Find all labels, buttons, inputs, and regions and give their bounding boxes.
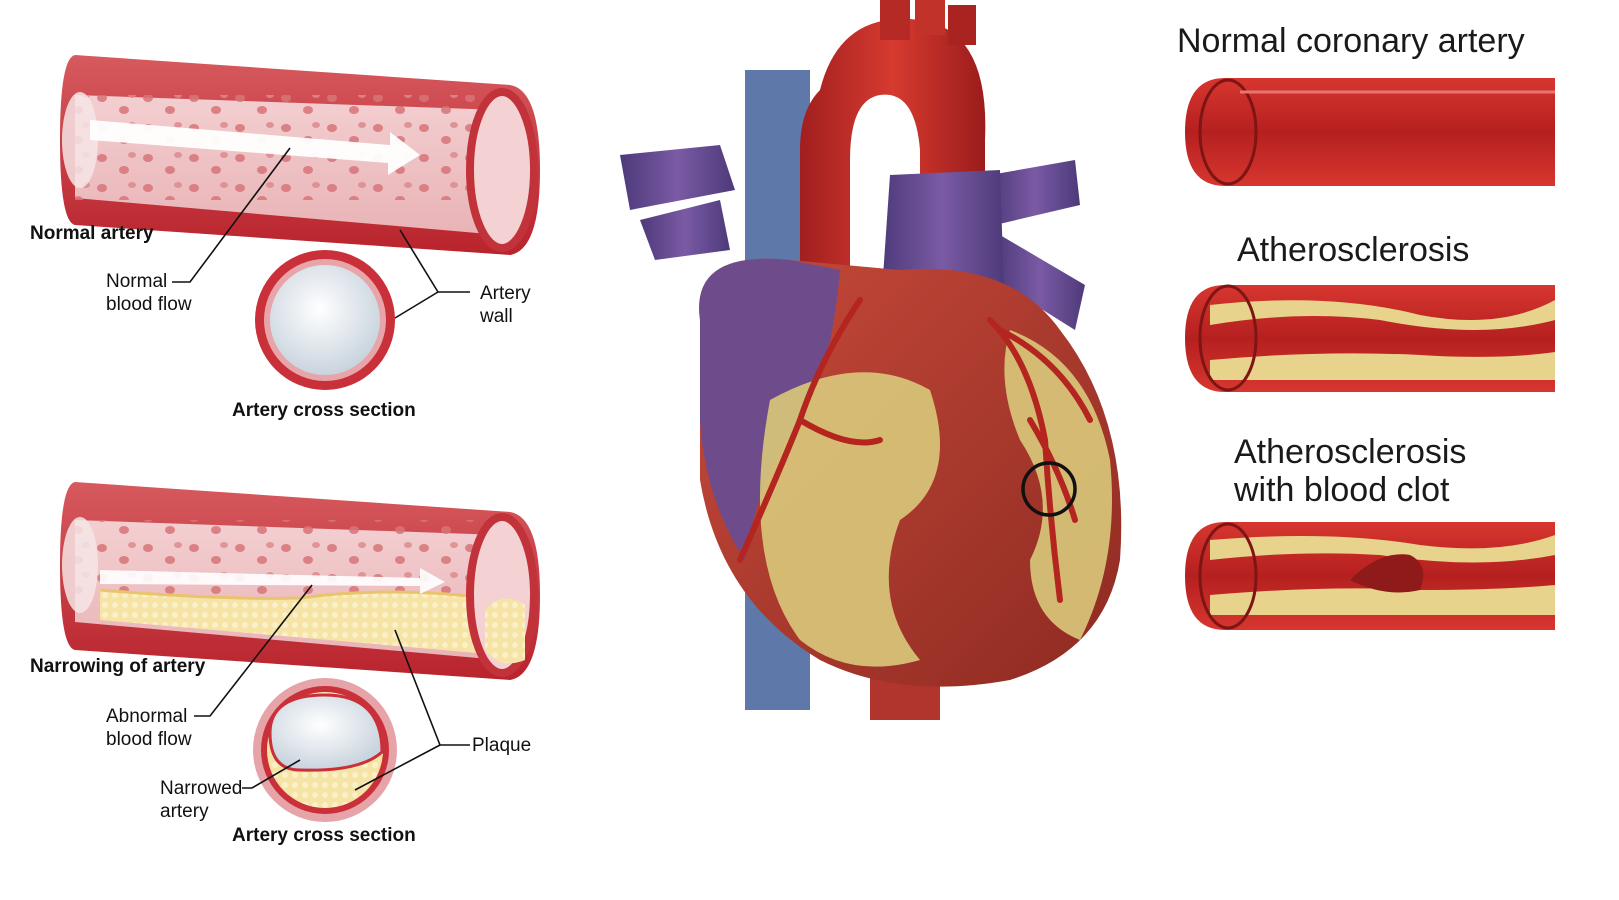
narrowed-artery-label-line2: artery [160,801,209,822]
stage-title-clot-line2: with blood clot [1234,471,1450,509]
stage-title-normal: Normal coronary artery [1177,22,1525,60]
pulmonary-vein-right [990,160,1080,225]
normal-cross-section [255,250,395,390]
artery-wall-label-line2: wall [480,306,513,327]
normal-artery-tube [60,55,540,255]
fat-deposit-left [760,372,940,667]
pulmonary-vein-left-lower [640,200,730,260]
blockage-marker [1021,461,1077,517]
normal-flow-label-line2: blood flow [106,294,192,315]
blood-clot [1350,554,1424,593]
abnormal-flow-label-line2: blood flow [106,729,192,750]
abnormal-flow-label-line1: Abnormal [106,706,188,727]
stage-title-atherosclerosis: Atherosclerosis [1237,231,1470,269]
normal-leader-lines [172,147,470,319]
stage-title-clot-line1: Atherosclerosis [1234,433,1467,471]
normal-cross-section-label: Artery cross section [232,400,416,421]
vessel-atherosclerosis [1185,284,1555,392]
narrowing-title: Narrowing of artery [30,656,206,677]
narrowed-artery-tube [60,482,540,680]
normal-artery-title: Normal artery [30,223,154,244]
pulmonary-vein-right-lower [995,235,1085,330]
coronary-arteries [737,297,1093,603]
plaque-label: Plaque [472,735,532,756]
vessel-atherosclerosis-clot [1185,522,1555,630]
narrowed-artery-label-line1: Narrowed [160,778,243,799]
narrowed-cross-section-label: Artery cross section [232,825,416,846]
narrowed-leader-lines [194,584,470,791]
vessel-normal [1185,78,1555,186]
pulmonary-vein-left [620,145,735,210]
normal-flow-label-line1: Normal [106,271,168,292]
artery-wall-label-line1: Artery [480,283,531,304]
